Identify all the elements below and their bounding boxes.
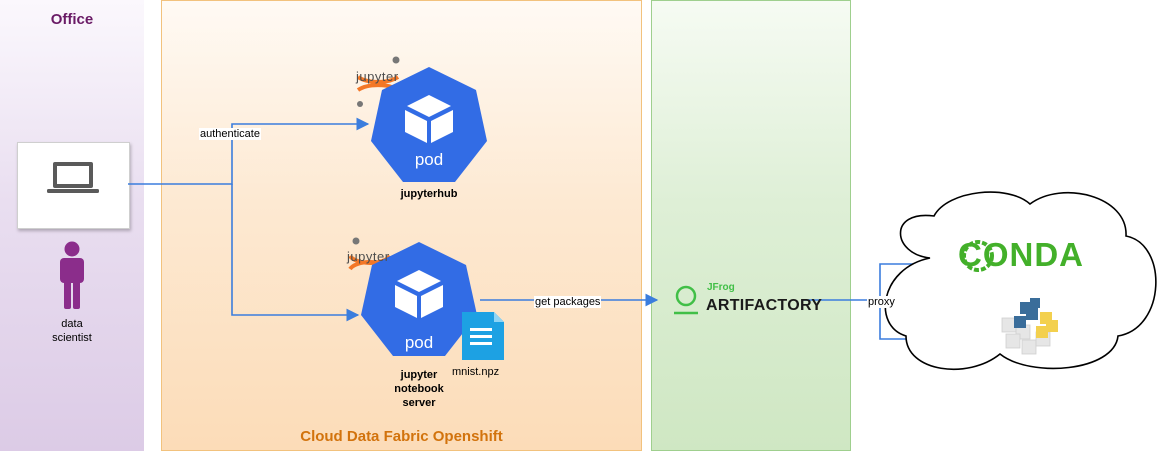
hub-pod-heptagon [371, 67, 487, 182]
notebook-server-pod[interactable] [348, 237, 477, 357]
cloud-shape [884, 191, 1157, 371]
edge-laptop-to-hub [128, 117, 370, 185]
cloud-data-fabric-title: Cloud Data Fabric Openshift [300, 428, 503, 445]
jfrog-brand: JFrog [707, 282, 735, 293]
hub-pod-badge: pod [414, 150, 444, 169]
server-jupyter-logo-text: jupyter [347, 249, 390, 264]
hub-cube-icon [405, 95, 453, 143]
person-icon [60, 241, 84, 309]
edge-label-authenticate: authenticate [199, 128, 261, 140]
server-name-line2: notebook [394, 383, 444, 395]
server-cube-icon [395, 270, 443, 318]
conda-logo-text: CONDA [958, 236, 1084, 273]
server-name-line1: jupyter [400, 369, 438, 381]
file-icon[interactable] [462, 312, 504, 360]
jupyterhub-pod[interactable] [356, 56, 487, 183]
server-name-line3: server [402, 397, 436, 409]
hub-jupyter-logo-text: jupyter [356, 69, 399, 84]
laptop-icon [47, 162, 99, 193]
edge-label-get-packages: get packages [534, 296, 602, 308]
user-label-line2: scientist [52, 332, 92, 344]
server-pod-badge: pod [404, 333, 434, 352]
edge-label-proxy: proxy [867, 296, 896, 308]
artifactory-name: ARTIFACTORY [706, 297, 823, 314]
edge-laptop-to-server [231, 184, 360, 322]
jfrog-logo-icon [674, 285, 698, 315]
python-packages-icon [1001, 298, 1058, 355]
office-title: Office [50, 11, 94, 28]
file-name: mnist.npz [452, 366, 500, 378]
server-pod-heptagon [361, 242, 477, 356]
user-label-line1: data [61, 318, 83, 330]
hub-name: jupyterhub [400, 188, 458, 200]
cloud-data-fabric-zone [161, 0, 642, 451]
conda-ring-icon [962, 240, 994, 272]
